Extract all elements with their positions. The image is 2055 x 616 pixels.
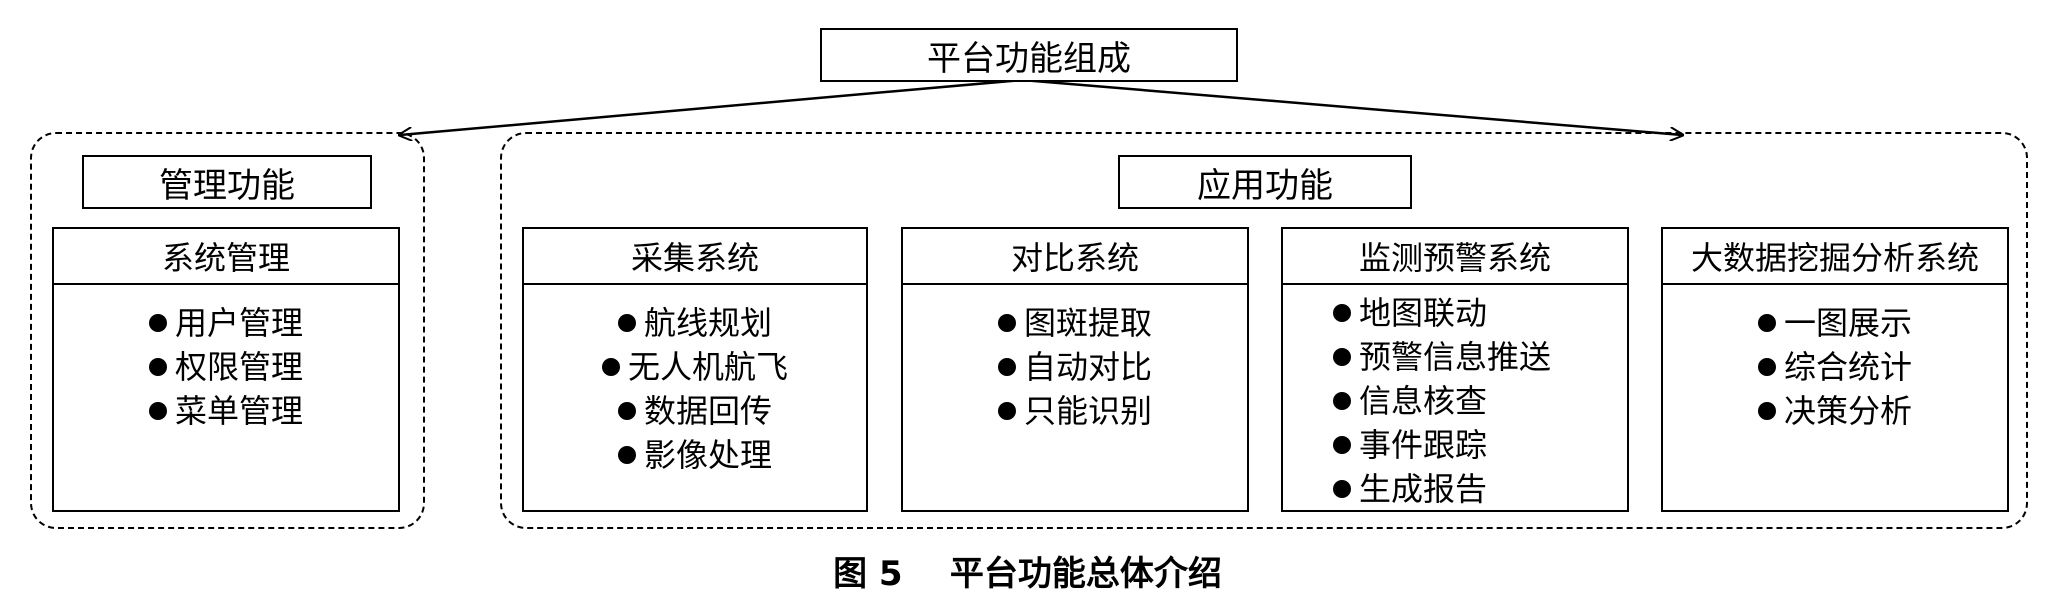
module-items: 一图展示 综合统计 决策分析 [1663,285,2007,433]
bullet-icon [1333,436,1351,454]
bullet-icon [1757,314,1776,332]
application-label-box: 应用功能 [1118,155,1412,209]
module-monitoring-warning-system: 监测预警系统 地图联动 预警信息推送 信息核查 事件跟踪 生成报告 [1281,227,1629,512]
bullet-icon [617,314,636,332]
arrow-to-management [400,78,1023,135]
module-title: 系统管理 [54,229,398,285]
module-items: 航线规划 无人机航飞 数据回传 影像处理 [524,285,866,477]
bullet-icon [617,446,636,464]
list-item: 权限管理 [148,345,303,389]
bullet-icon [997,314,1016,332]
list-item: 决策分析 [1757,389,1912,433]
management-label-box: 管理功能 [82,155,372,209]
list-item: 航线规划 [617,301,772,345]
list-item: 综合统计 [1757,345,1912,389]
bullet-icon [997,358,1016,376]
figure-caption: 图 5 平台功能总体介绍 [833,554,1222,594]
bullet-icon [148,358,167,376]
bullet-icon [601,358,620,376]
list-item: 地图联动 [1333,291,1487,335]
bullet-icon [1333,304,1351,322]
module-title: 对比系统 [903,229,1247,285]
root-label: 平台功能组成 [927,38,1131,79]
bullet-icon [1333,348,1351,366]
bullet-icon [1757,358,1776,376]
list-item: 事件跟踪 [1333,423,1487,467]
bullet-icon [1757,402,1776,420]
management-label: 管理功能 [159,165,295,206]
list-item: 图斑提取 [997,301,1152,345]
root-node: 平台功能组成 [820,28,1238,82]
module-items: 地图联动 预警信息推送 信息核查 事件跟踪 生成报告 [1283,285,1627,511]
list-item: 生成报告 [1333,467,1487,511]
list-item: 信息核查 [1333,379,1487,423]
module-items: 用户管理 权限管理 菜单管理 [54,285,398,433]
module-big-data-analysis-system: 大数据挖掘分析系统 一图展示 综合统计 决策分析 [1661,227,2009,512]
list-item: 数据回传 [617,389,772,433]
module-title: 大数据挖掘分析系统 [1663,229,2007,285]
module-comparison-system: 对比系统 图斑提取 自动对比 只能识别 [901,227,1249,512]
arrow-to-application [1021,78,1682,135]
module-collection-system: 采集系统 航线规划 无人机航飞 数据回传 影像处理 [522,227,868,512]
list-item: 预警信息推送 [1333,335,1551,379]
list-item: 用户管理 [148,301,303,345]
bullet-icon [148,402,167,420]
module-system-management: 系统管理 用户管理 权限管理 菜单管理 [52,227,400,512]
list-item: 影像处理 [617,433,772,477]
module-title: 监测预警系统 [1283,229,1627,285]
list-item: 菜单管理 [148,389,303,433]
bullet-icon [1333,480,1351,498]
bullet-icon [1333,392,1351,410]
module-items: 图斑提取 自动对比 只能识别 [903,285,1247,433]
list-item: 自动对比 [997,345,1152,389]
application-label: 应用功能 [1197,165,1333,206]
list-item: 无人机航飞 [601,345,788,389]
management-group [30,132,425,529]
application-group [500,132,2028,529]
list-item: 一图展示 [1757,301,1912,345]
bullet-icon [997,402,1016,420]
bullet-icon [617,402,636,420]
module-title: 采集系统 [524,229,866,285]
list-item: 只能识别 [997,389,1152,433]
bullet-icon [148,314,167,332]
